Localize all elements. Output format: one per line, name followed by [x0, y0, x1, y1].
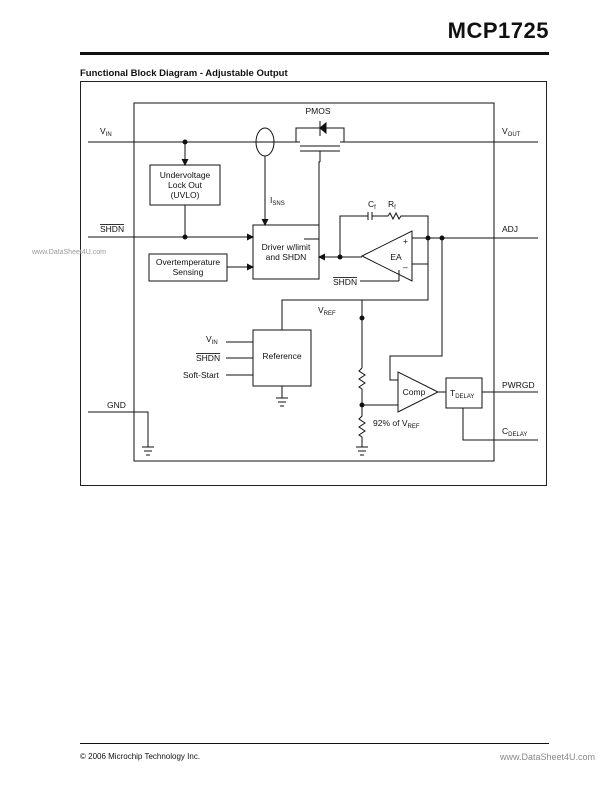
- pwrgd-pin-label: PWRGD: [502, 380, 535, 390]
- pmos-label: PMOS: [305, 106, 330, 116]
- ea-amplifier: [360, 230, 413, 282]
- cf-label: Cf: [368, 199, 376, 211]
- driver-line-2: and SHDN: [266, 252, 307, 262]
- uvlo-line-1: Undervoltage: [160, 170, 211, 180]
- rf-label: Rf: [388, 199, 396, 211]
- ea-plus: +: [403, 236, 408, 246]
- shdn-pin-label: SHDN: [100, 224, 124, 234]
- comparator: [397, 371, 440, 413]
- gnd-line: [88, 411, 149, 447]
- junction-dots: [182, 139, 445, 408]
- figure-frame: [80, 81, 547, 486]
- overtemp-line-1: Overtemperature: [156, 257, 221, 267]
- watermark-left: www.DataSheet4U.com: [32, 249, 106, 256]
- adj-pin-label: ADJ: [502, 224, 518, 234]
- copyright: © 2006 Microchip Technology Inc.: [80, 752, 201, 761]
- comp-label: Comp: [403, 387, 426, 397]
- gnd-pin-label: GND: [107, 400, 126, 410]
- header-rule: [80, 52, 549, 55]
- figure-title: Functional Block Diagram - Adjustable Ou…: [80, 68, 288, 79]
- soft-start-label: Soft-Start: [183, 370, 220, 380]
- vref-label: VREF: [318, 305, 336, 317]
- ea-minus: –: [403, 262, 408, 272]
- uvlo-line-3: (UVLO): [171, 190, 200, 200]
- tdelay-label: TDELAY: [450, 388, 474, 400]
- ref-vin-label: VIN: [206, 334, 218, 346]
- ref-shdn-label: SHDN: [196, 353, 220, 363]
- vin-pin-label: VIN: [100, 126, 112, 138]
- ea-label: EA: [390, 252, 402, 262]
- tdelay-block: [445, 377, 483, 409]
- gate-drive-line: [304, 161, 320, 240]
- driver-block: [252, 224, 320, 280]
- uvlo-line-2: Lock Out: [168, 180, 203, 190]
- pmos-transistor: [295, 121, 345, 162]
- vout-pin-label: VOUT: [502, 126, 521, 138]
- cdelay-pin-label: CDELAY: [502, 426, 527, 438]
- reference-label: Reference: [262, 351, 301, 361]
- watermark-right: www.DataSheet4U.com: [500, 752, 596, 762]
- part-number: MCP1725: [447, 18, 549, 43]
- chip-boundary: [133, 102, 495, 462]
- overtemp-line-2: Sensing: [173, 267, 204, 277]
- pct-vref-label: 92% of VREF: [373, 418, 420, 430]
- driver-line-1: Driver w/limit: [262, 242, 311, 252]
- isns-label: ISNS: [270, 195, 285, 207]
- ea-shdn-label: SHDN: [333, 277, 357, 287]
- footer-rule: [80, 743, 549, 744]
